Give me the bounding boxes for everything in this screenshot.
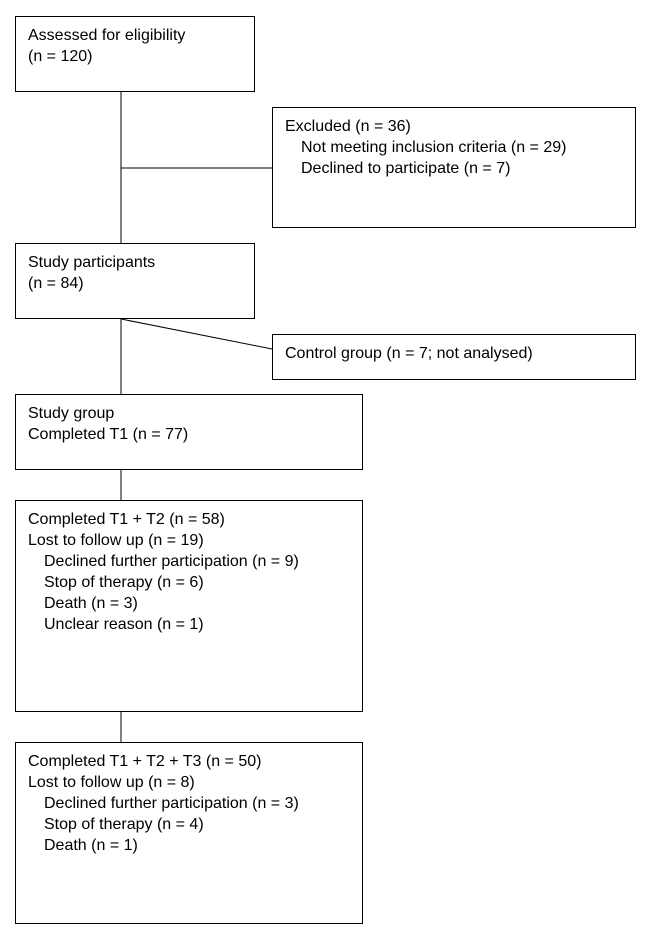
excluded-reason: Not meeting inclusion criteria (n = 29) <box>301 139 567 156</box>
control-group-box: Control group (n = 7; not analysed) <box>272 334 636 380</box>
study-group-title: Study group <box>28 405 115 422</box>
excluded-title: Excluded (n = 36) <box>285 118 411 135</box>
t3-completed: Completed T1 + T2 + T3 (n = 50) <box>28 753 262 770</box>
t3-box: Completed T1 + T2 + T3 (n = 50) Lost to … <box>15 742 363 924</box>
t3-lost: Lost to follow up (n = 8) <box>28 774 195 791</box>
t3-reason: Declined further participation (n = 3) <box>44 795 299 812</box>
t2-reason: Declined further participation (n = 9) <box>44 553 299 570</box>
participants-box: Study participants (n = 84) <box>15 243 255 319</box>
connector-to-control <box>120 318 273 350</box>
eligibility-count: (n = 120) <box>28 48 93 65</box>
t2-box: Completed T1 + T2 (n = 58) Lost to follo… <box>15 500 363 712</box>
excluded-box: Excluded (n = 36) Not meeting inclusion … <box>272 107 636 228</box>
t3-reason: Stop of therapy (n = 4) <box>44 816 204 833</box>
t2-reason: Death (n = 3) <box>44 595 138 612</box>
t2-completed: Completed T1 + T2 (n = 58) <box>28 511 225 528</box>
eligibility-box: Assessed for eligibility (n = 120) <box>15 16 255 92</box>
participants-title: Study participants <box>28 254 156 271</box>
eligibility-title: Assessed for eligibility <box>28 27 186 44</box>
study-group-box: Study group Completed T1 (n = 77) <box>15 394 363 470</box>
t2-reason: Unclear reason (n = 1) <box>44 616 204 633</box>
control-group-title: Control group (n = 7; not analysed) <box>285 345 533 362</box>
participants-count: (n = 84) <box>28 275 84 292</box>
t3-reason: Death (n = 1) <box>44 837 138 854</box>
study-group-completed: Completed T1 (n = 77) <box>28 426 189 443</box>
t2-lost: Lost to follow up (n = 19) <box>28 532 204 549</box>
t2-reason: Stop of therapy (n = 6) <box>44 574 204 591</box>
excluded-reason: Declined to participate (n = 7) <box>301 160 511 177</box>
